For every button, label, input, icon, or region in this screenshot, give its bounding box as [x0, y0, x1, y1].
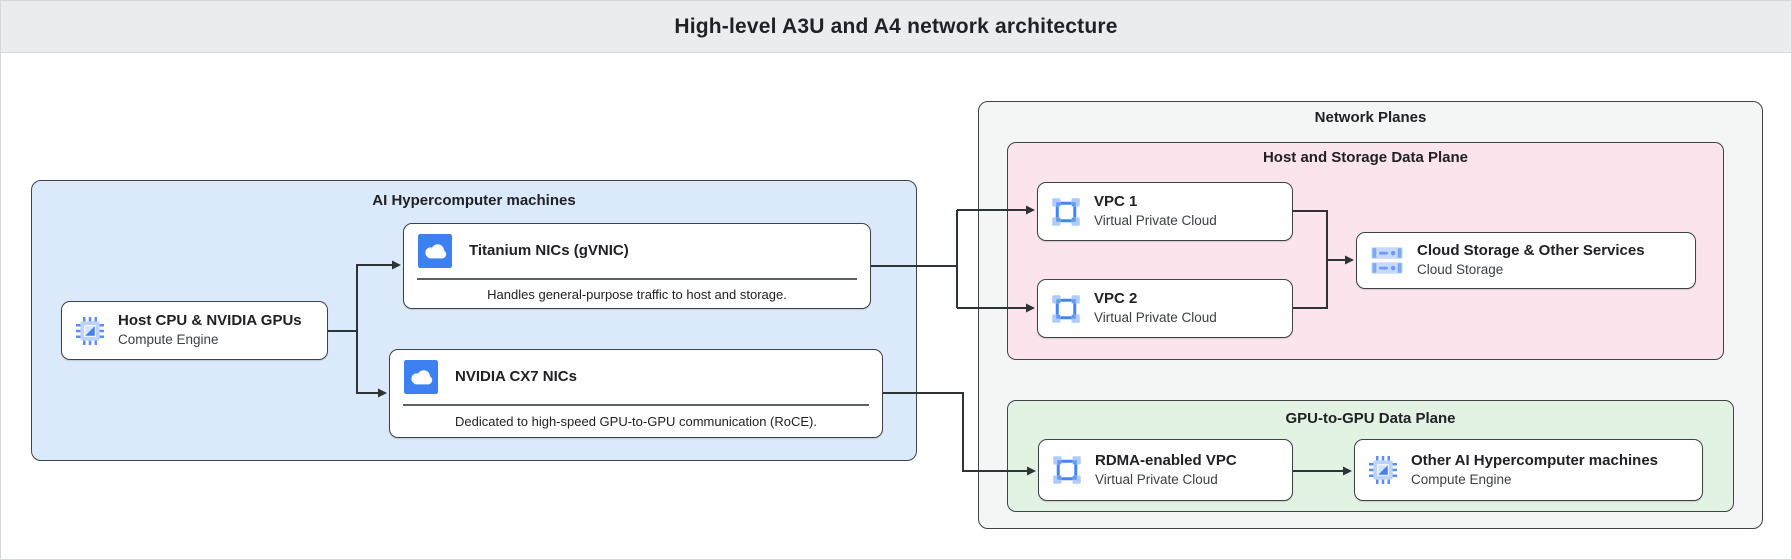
cx7-nic-description: Dedicated to high-speed GPU-to-GPU commu…	[455, 414, 817, 429]
other-machines-title: Other AI Hypercomputer machines	[1411, 451, 1659, 469]
divider	[417, 278, 857, 280]
host-cpu-subtitle: Compute Engine	[118, 332, 219, 348]
vpc1-title: VPC 1	[1094, 193, 1138, 211]
vpc-icon	[1051, 293, 1081, 324]
page-title: High-level A3U and A4 network architectu…	[674, 14, 1118, 38]
host-cpu-title: Host CPU & NVIDIA GPUs	[118, 312, 302, 330]
host-storage-plane-label: Host and Storage Data Plane	[1262, 149, 1469, 166]
cloud-storage-node: Cloud Storage & Other Services Cloud Sto…	[1356, 232, 1696, 289]
titanium-nic-node: Titanium NICs (gVNIC) Handles general-pu…	[403, 223, 871, 309]
cloud-storage-icon	[1370, 245, 1404, 276]
titanium-nic-title: Titanium NICs (gVNIC)	[469, 241, 629, 259]
network-planes-label: Network Planes	[1314, 109, 1427, 126]
cloud-nic-icon	[404, 360, 438, 394]
vpc2-node: VPC 2 Virtual Private Cloud	[1037, 279, 1293, 338]
diagram-header: High-level A3U and A4 network architectu…	[1, 1, 1791, 53]
host-cpu-node: Host CPU & NVIDIA GPUs Compute Engine	[61, 301, 328, 360]
vpc-icon	[1051, 196, 1081, 227]
cloud-storage-subtitle: Cloud Storage	[1417, 262, 1504, 278]
vpc2-subtitle: Virtual Private Cloud	[1094, 310, 1217, 326]
gpu-plane-label: GPU-to-GPU Data Plane	[1285, 410, 1456, 427]
machines-container-label: AI Hypercomputer machines	[372, 192, 576, 209]
cx7-nic-title: NVIDIA CX7 NICs	[455, 367, 577, 385]
other-machines-node: Other AI Hypercomputer machines Compute …	[1354, 439, 1703, 501]
titanium-nic-description: Handles general-purpose traffic to host …	[487, 286, 787, 302]
rdma-vpc-node: RDMA-enabled VPC Virtual Private Cloud	[1038, 439, 1293, 501]
cloud-nic-icon	[418, 234, 452, 268]
rdma-vpc-subtitle: Virtual Private Cloud	[1095, 471, 1218, 487]
vpc1-node: VPC 1 Virtual Private Cloud	[1037, 182, 1293, 241]
vpc2-title: VPC 2	[1094, 290, 1138, 308]
cx7-nic-node: NVIDIA CX7 NICs Dedicated to high-speed …	[389, 349, 883, 438]
vpc-icon	[1052, 455, 1082, 485]
compute-engine-icon	[1368, 455, 1398, 485]
vpc1-subtitle: Virtual Private Cloud	[1094, 213, 1217, 229]
cloud-storage-title: Cloud Storage & Other Services	[1417, 242, 1645, 260]
divider	[403, 404, 869, 406]
other-machines-subtitle: Compute Engine	[1411, 471, 1512, 487]
rdma-vpc-title: RDMA-enabled VPC	[1095, 451, 1237, 469]
compute-engine-icon	[75, 316, 105, 346]
